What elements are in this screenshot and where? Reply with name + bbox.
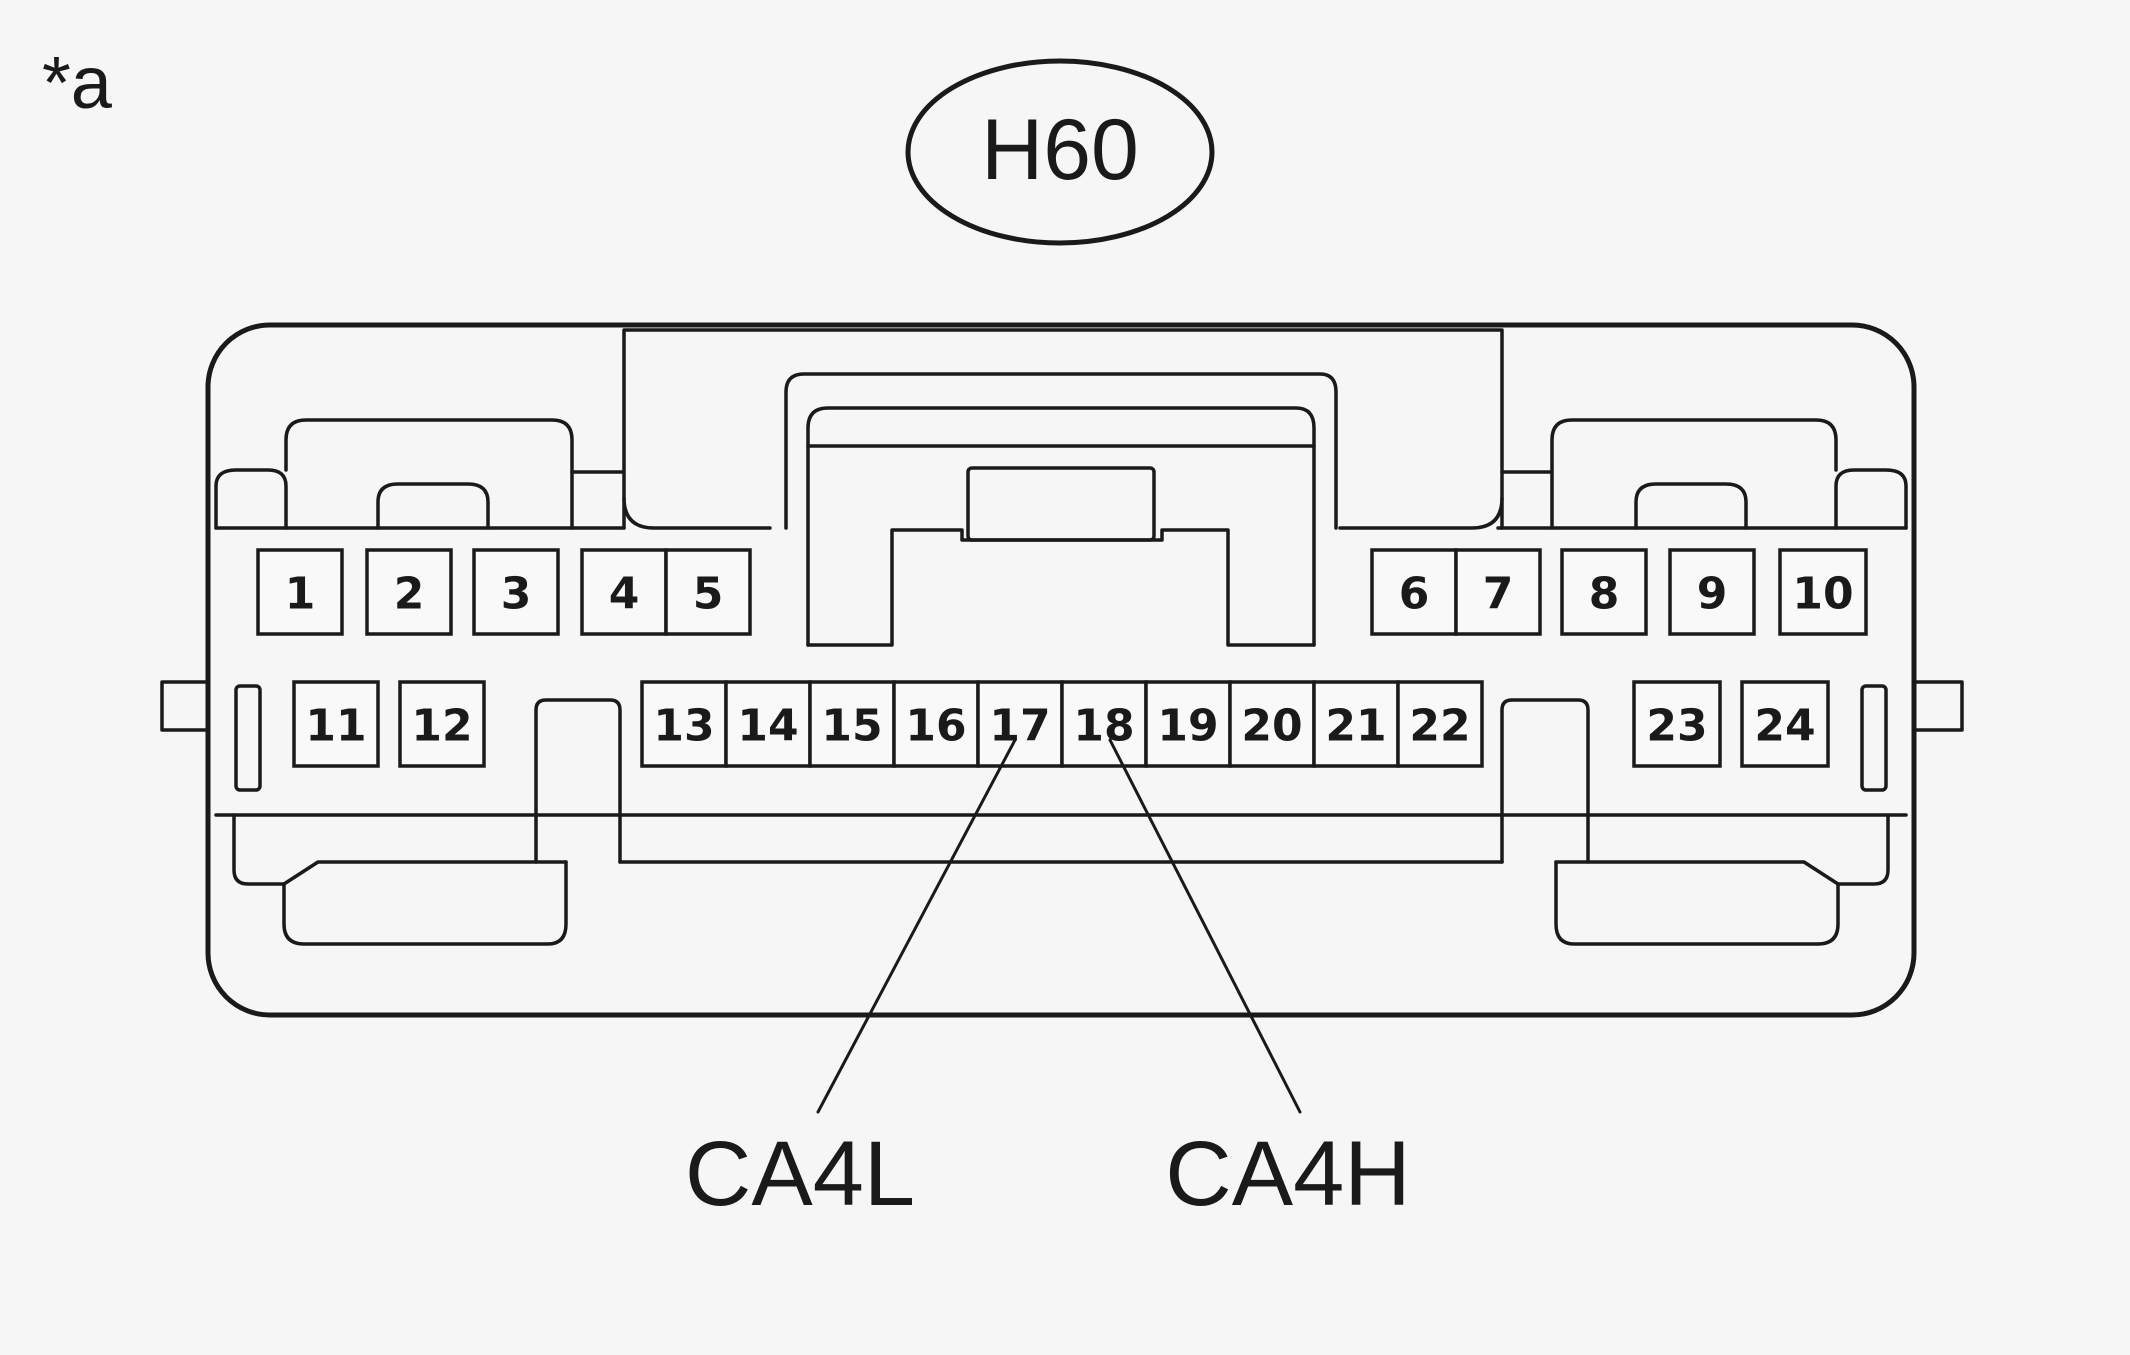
pin-box	[1228, 680, 1316, 768]
pin-box	[398, 680, 486, 768]
pin-cell-2: 2	[365, 548, 453, 636]
pin-cell-18: 18	[1060, 680, 1148, 768]
pin-box	[1560, 548, 1648, 636]
pin-number: 18	[1073, 701, 1134, 752]
pin-box	[724, 680, 812, 768]
pin-number: 6	[1399, 569, 1430, 620]
pin-number: 8	[1589, 569, 1620, 620]
pin-cell-7: 7	[1454, 548, 1542, 636]
callout-leader-ca4l	[816, 738, 1017, 1114]
pin-number: 22	[1409, 701, 1470, 752]
pin-number: 12	[411, 701, 472, 752]
pin-cell-12: 12	[398, 680, 486, 768]
callout-leader-ca4h	[1108, 738, 1302, 1114]
signal-label-ca4h: CA4H	[1165, 1123, 1410, 1225]
pin-number: 14	[737, 701, 798, 752]
pin-cell-6: 6	[1370, 548, 1458, 636]
pin-box	[664, 548, 752, 636]
pin-number: 23	[1646, 701, 1707, 752]
pin-cell-22: 22	[1396, 680, 1484, 768]
pin-number: 15	[821, 701, 882, 752]
connector-id: H60	[981, 102, 1139, 198]
pin-number: 16	[905, 701, 966, 752]
pin-number: 19	[1157, 701, 1218, 752]
pin-cell-10: 10	[1778, 548, 1868, 636]
pin-cell-3: 3	[472, 548, 560, 636]
pin-cell-8: 8	[1560, 548, 1648, 636]
connector-id-badge: H60	[905, 58, 1215, 246]
pin-cell-14: 14	[724, 680, 812, 768]
connector-housing	[160, 322, 1964, 1018]
pin-cell-16: 16	[892, 680, 980, 768]
pin-number: 21	[1325, 701, 1386, 752]
pin-box	[256, 548, 344, 636]
pin-cell-11: 11	[292, 680, 380, 768]
pin-number: 13	[653, 701, 714, 752]
pin-cell-9: 9	[1668, 548, 1756, 636]
pin-cell-24: 24	[1740, 680, 1830, 768]
pin-box	[1632, 680, 1722, 768]
pin-box	[1740, 680, 1830, 768]
pin-cell-1: 1	[256, 548, 344, 636]
pin-box	[1396, 680, 1484, 768]
pin-box	[1312, 680, 1400, 768]
pin-box	[1668, 548, 1756, 636]
pin-box	[1778, 548, 1868, 636]
pin-box	[1370, 548, 1458, 636]
pin-number: 4	[609, 569, 640, 620]
pin-number: 17	[989, 701, 1050, 752]
pin-cell-21: 21	[1312, 680, 1400, 768]
pin-number: 2	[394, 569, 425, 620]
pin-number: 24	[1754, 701, 1815, 752]
pin-cell-13: 13	[640, 680, 728, 768]
pin-box	[472, 548, 560, 636]
pin-number: 20	[1241, 701, 1302, 752]
pin-number: 9	[1697, 569, 1728, 620]
pin-box	[892, 680, 980, 768]
pin-cell-5: 5	[664, 548, 752, 636]
pin-box	[292, 680, 380, 768]
pin-box	[640, 680, 728, 768]
pin-cell-15: 15	[808, 680, 896, 768]
pin-number: 5	[693, 569, 724, 620]
pin-number: 3	[501, 569, 532, 620]
pin-number: 10	[1792, 569, 1853, 620]
pin-number: 1	[285, 569, 316, 620]
pin-box	[1454, 548, 1542, 636]
pin-box	[808, 680, 896, 768]
callout-leaders	[816, 738, 1302, 1114]
pin-cell-23: 23	[1632, 680, 1722, 768]
view-marker: *a	[42, 41, 113, 124]
pin-number: 11	[305, 701, 366, 752]
pin-cell-4: 4	[580, 548, 668, 636]
pin-number: 7	[1483, 569, 1514, 620]
pin-cell-19: 19	[1144, 680, 1232, 768]
pin-cell-20: 20	[1228, 680, 1316, 768]
pin-box	[1144, 680, 1232, 768]
signal-label-ca4l: CA4L	[685, 1123, 915, 1225]
pin-box	[365, 548, 453, 636]
pin-cell-17: 17	[976, 680, 1064, 768]
